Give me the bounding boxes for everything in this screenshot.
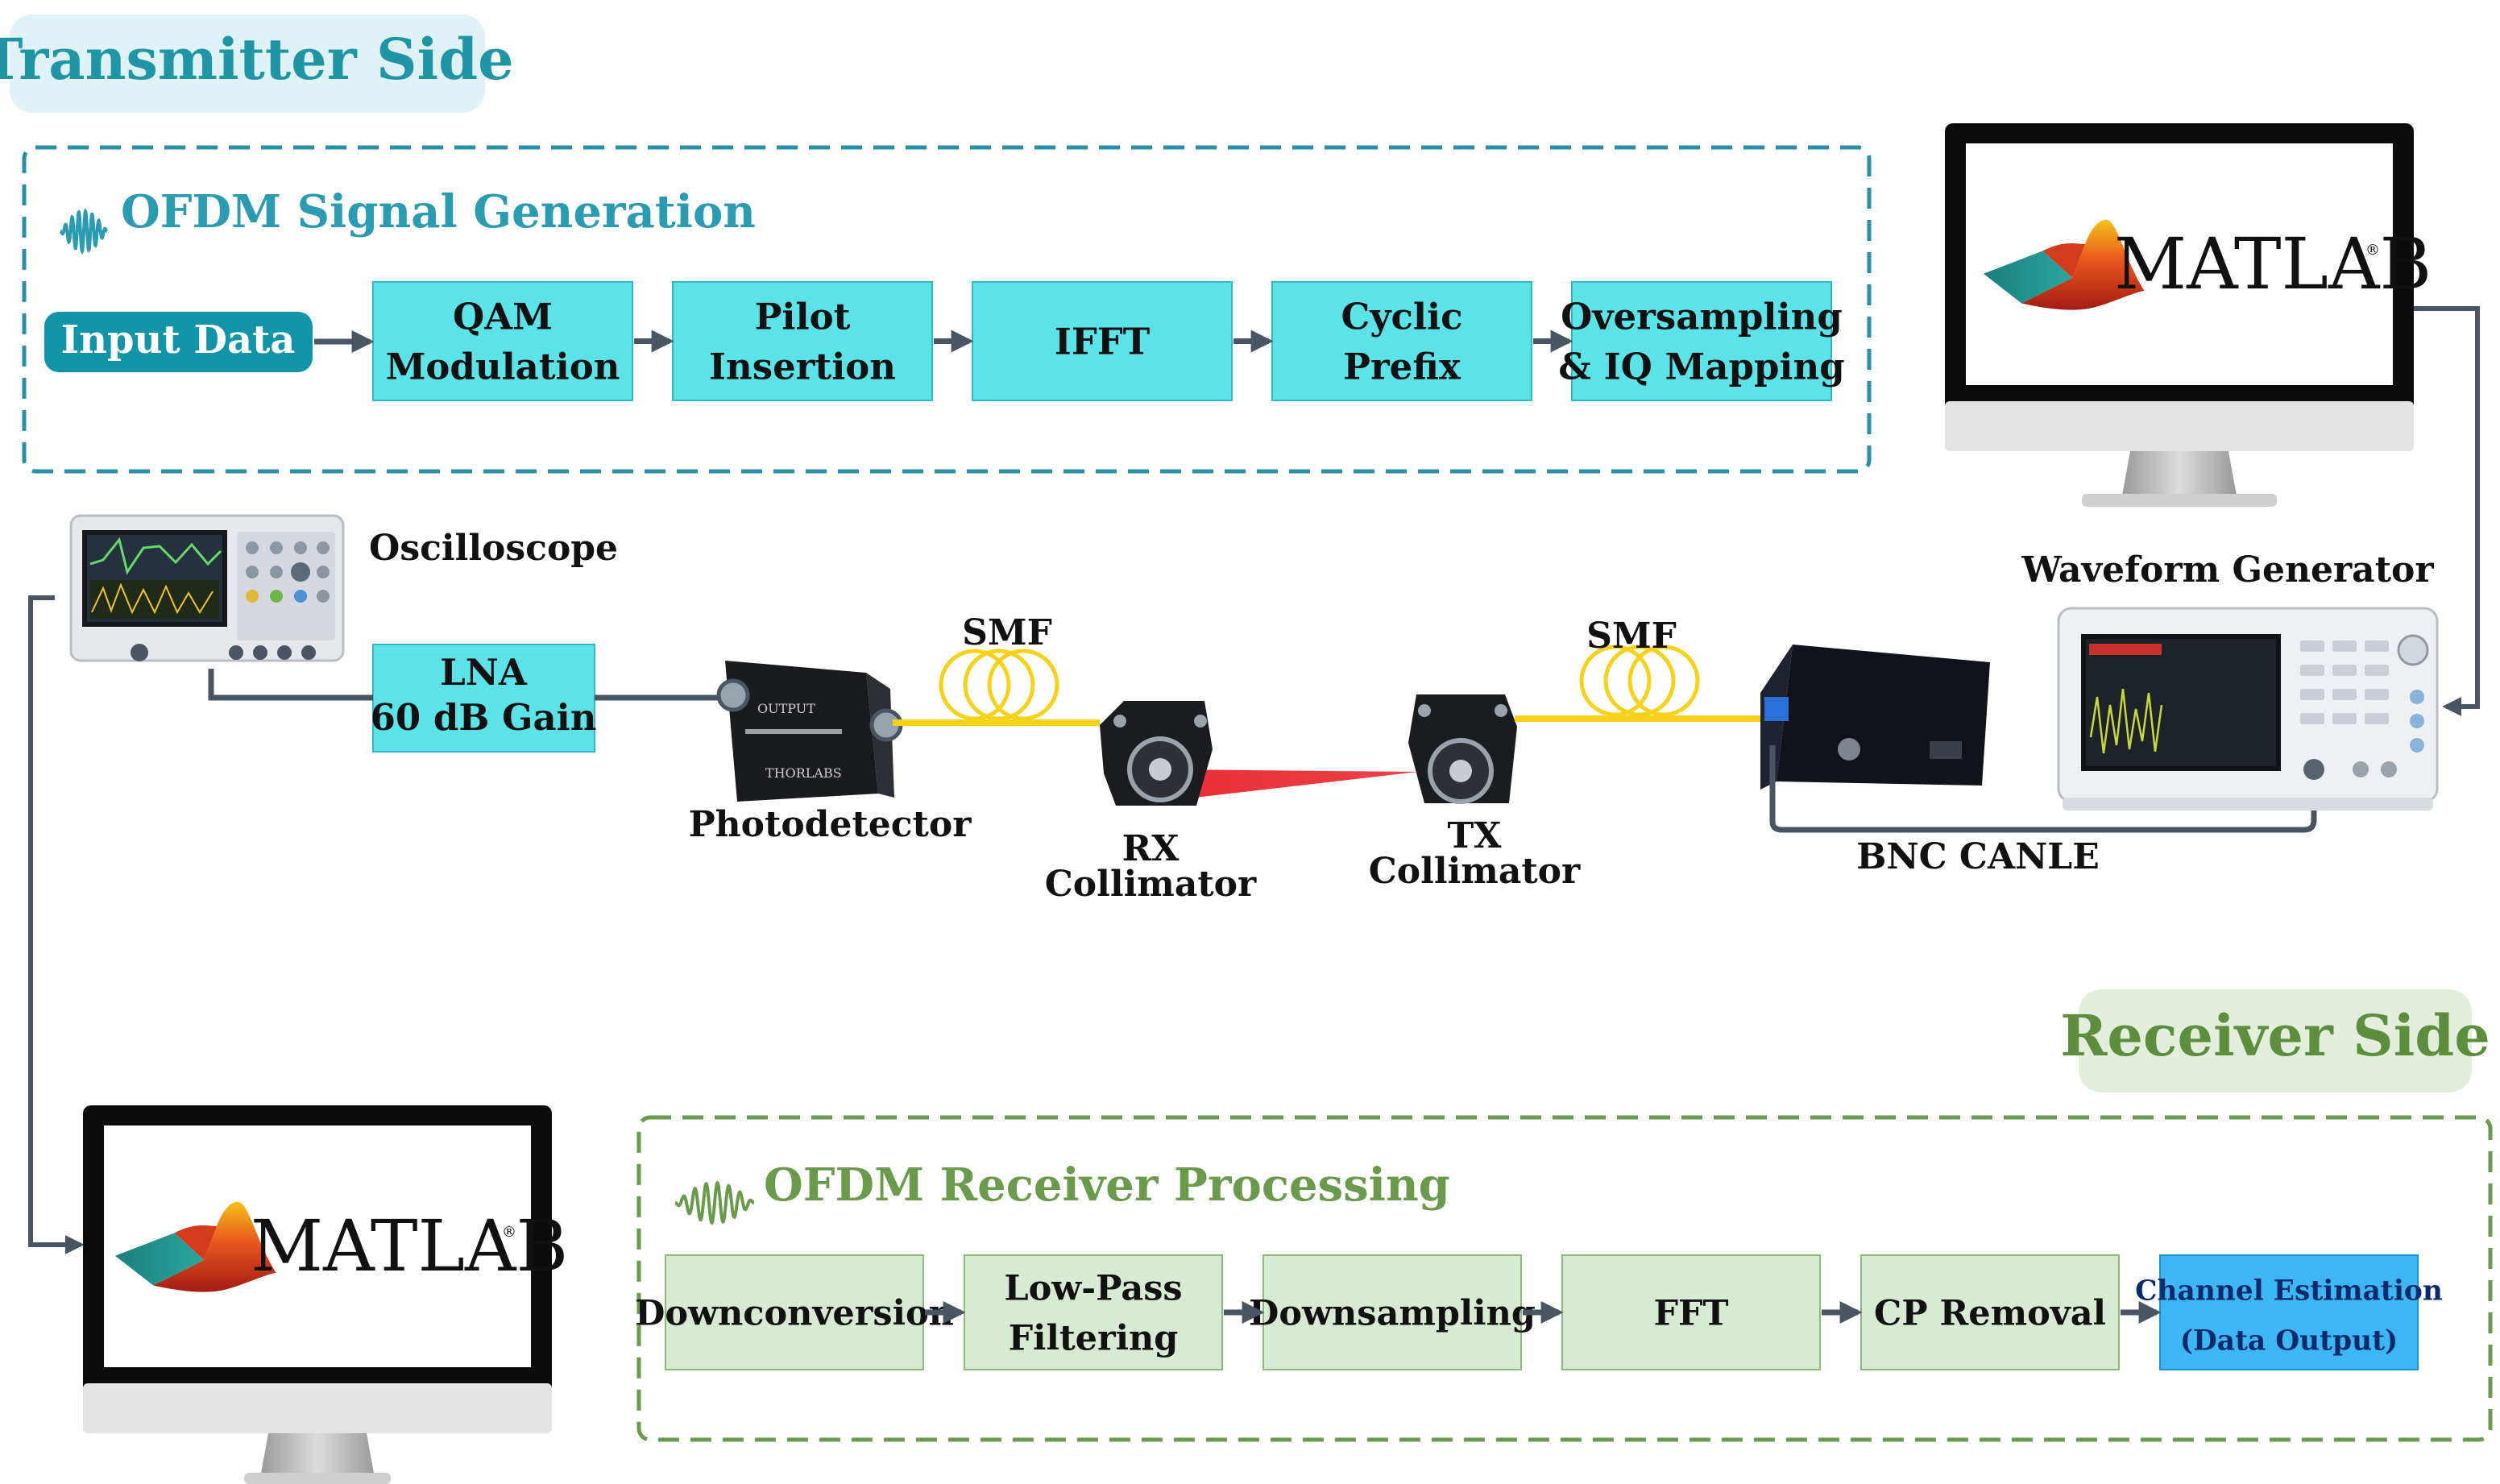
tx-collimator-line-1: TX — [1448, 815, 1503, 856]
signal-wave-icon — [674, 1180, 755, 1225]
photodetector-label: Photodetector — [689, 804, 972, 845]
rx-block-5-label: CP Removal — [1874, 1293, 2106, 1333]
scope-to-lna-cable — [208, 669, 373, 701]
lna-line-1: LNA — [440, 651, 528, 694]
rx-processing-panel — [636, 1115, 2493, 1442]
tx-block-3: IFFT — [972, 281, 1233, 401]
rx-section-title: OFDM Receiver Processing — [764, 1159, 1450, 1212]
receiver-side-banner — [2079, 989, 2472, 1092]
receiver-side-title: Receiver Side — [2060, 1002, 2490, 1069]
bnc-cable-label: BNC CANLE — [1856, 836, 2100, 877]
rx-collimator-line-2: Collimator — [1045, 864, 1257, 905]
lna-line-2: 60 dB Gain — [371, 696, 597, 739]
rx-block-4: FFT — [1561, 1254, 1821, 1370]
transmitter-side-banner — [10, 15, 485, 113]
waveform-generator-label: Waveform Generator — [2021, 549, 2434, 591]
rx-fiber-spool — [939, 649, 1059, 721]
waveform-generator-device — [2057, 607, 2439, 803]
tx-block-1: QAM Modulation — [372, 281, 633, 401]
tx-section-title: OFDM Signal Generation — [121, 185, 756, 238]
tx-block-3-label: IFFT — [1055, 321, 1150, 363]
free-space-laser-beam — [1160, 769, 1418, 802]
signal-wave-icon — [60, 208, 108, 255]
rx-block-6: Channel Estimation (Data Output) — [2135, 1254, 2443, 1370]
tx-block-1-label: QAM — [453, 296, 553, 338]
rx-smf-label: SMF — [962, 612, 1052, 653]
rx-collimator-line-1: RX — [1122, 828, 1180, 869]
rx-block-5: CP Removal — [1860, 1254, 2120, 1370]
tx-block-5: Oversampling & IQ Mapping — [1558, 281, 1845, 401]
rx-block-6-label: (Data Output) — [2180, 1324, 2398, 1357]
tx-fiber-spool — [1579, 645, 1700, 717]
photodetector-face-text-1: OUTPUT — [757, 701, 815, 716]
rx-block-1-label: Downconversion — [635, 1293, 954, 1333]
tx-block-2-label: Pilot — [755, 296, 851, 338]
receiver-matlab-monitor: MATLAB ® — [83, 1105, 568, 1484]
tx-block-5-label: Oversampling — [1561, 296, 1843, 338]
matlab-registered-mark: ® — [502, 1224, 516, 1241]
transmitter-matlab-monitor: MATLAB ® — [1945, 123, 2432, 507]
tx-block-5-label: & IQ Mapping — [1558, 346, 1844, 388]
tx-smf-label: SMF — [1586, 616, 1677, 657]
transmitter-side-title: Transmitter Side — [0, 26, 514, 93]
photodetector-face-text-2: THORLABS — [765, 765, 842, 781]
oscilloscope-device — [69, 514, 345, 662]
scope-to-matlab-cable — [28, 595, 85, 1254]
tx-collimator-line-2: Collimator — [1369, 851, 1581, 892]
tx-block-1-label: Modulation — [386, 346, 620, 388]
waveform-generator-base — [2063, 798, 2433, 810]
rx-block-6-label: Channel Estimation — [2135, 1275, 2443, 1307]
rx-block-chain: DownconversionLow-PassFilteringDownsampl… — [635, 1254, 2443, 1370]
matlab-membrane-logo — [1984, 219, 2145, 310]
rx-block-2-label: Filtering — [1009, 1318, 1179, 1358]
lna-box — [372, 644, 595, 752]
rx-block-1: Downconversion — [635, 1254, 954, 1370]
tx-block-2-label: Insertion — [709, 346, 896, 388]
input-data-pill — [44, 312, 313, 372]
tx-block-4-label: Prefix — [1343, 346, 1461, 388]
matlab-to-generator-cable — [2414, 306, 2480, 716]
matlab-membrane-logo — [115, 1201, 276, 1292]
rx-block-4-label: FFT — [1653, 1293, 1728, 1333]
input-data-label: Input Data — [61, 317, 296, 363]
tx-block-4-label: Cyclic — [1341, 296, 1463, 338]
matlab-wordmark: MATLAB — [2114, 222, 2432, 305]
matlab-registered-mark: ® — [2365, 242, 2380, 259]
matlab-wordmark: MATLAB — [251, 1204, 568, 1287]
rx-block-3: Downsampling — [1249, 1254, 1536, 1370]
rx-collimator-mount — [1100, 701, 1213, 806]
bnc-cable — [1769, 745, 2317, 833]
laser-source-box — [1760, 645, 1990, 790]
tx-processing-panel — [22, 145, 1872, 474]
tx-collimator-mount — [1408, 694, 1517, 804]
photodetector-device: OUTPUT THORLABS — [716, 661, 903, 802]
rx-block-3-label: Downsampling — [1249, 1293, 1536, 1333]
oscilloscope-label: Oscilloscope — [369, 528, 618, 569]
rx-block-2-label: Low-Pass — [1004, 1268, 1182, 1308]
